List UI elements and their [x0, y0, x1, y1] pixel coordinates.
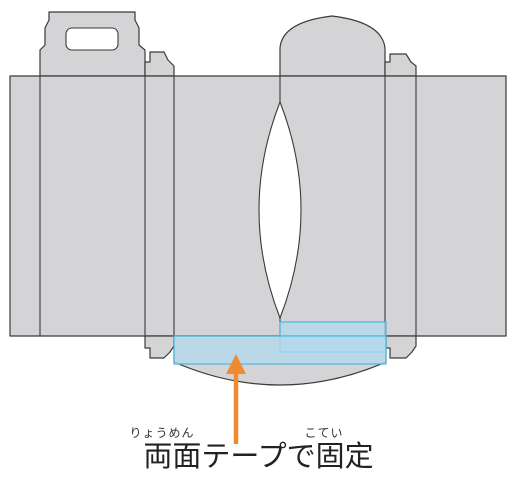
caption: りょうめん こてい 両面テープで固定 [0, 424, 517, 484]
caption-ruby-right: こてい [304, 426, 344, 440]
caption-text: 両面テープで固定 [143, 439, 374, 473]
window-cutout [258, 100, 302, 320]
tape-areas [173, 321, 387, 365]
top-tab-rounded [279, 15, 386, 77]
side-flap-left-bottom [144, 335, 175, 359]
main-panel-strip [9, 75, 507, 337]
arrow [226, 354, 246, 444]
arrow-head [226, 354, 246, 374]
tape-strip-lower [173, 335, 387, 365]
side-flap-right-bottom [384, 335, 417, 359]
side-flap-left-top [144, 51, 175, 77]
caption-ruby-left: りょうめん [129, 426, 195, 440]
handle-hole [65, 27, 119, 51]
box-net [9, 11, 507, 386]
side-flap-right-top [384, 53, 417, 77]
